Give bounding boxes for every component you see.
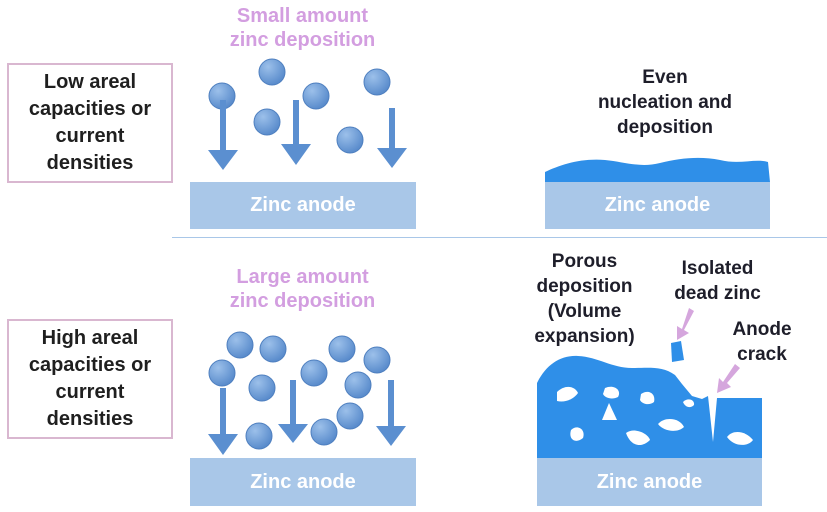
zinc-ion-icon (248, 374, 276, 402)
pointer-arrow-icon (717, 364, 740, 393)
pointer-arrows (677, 308, 740, 393)
zinc-ion-icon (208, 359, 236, 387)
zinc-ion-icon (253, 108, 281, 136)
pore (603, 386, 620, 399)
pore (683, 399, 695, 408)
zinc-ion-icon (245, 422, 273, 450)
deposit-pores (557, 386, 753, 446)
even-deposit-layer (545, 157, 770, 182)
anode-label: Zinc anode (604, 194, 711, 216)
pointer-arrow-icon (677, 308, 694, 340)
anode-crack-caption: Anode crack (732, 319, 792, 365)
pore (727, 431, 753, 445)
top-left-zinc-anode: Zinc anode (190, 182, 416, 229)
high-condition-box: High areal capacities or current densiti… (7, 319, 173, 439)
down-arrow-icon (281, 100, 311, 165)
zinc-ion-icon (226, 331, 254, 359)
low-condition-label: Low areal capacities or current densitie… (28, 71, 152, 174)
bottom-down-arrows (208, 380, 406, 455)
porous-deposit-layer (537, 355, 762, 458)
zinc-ion-icon (328, 335, 356, 363)
anode-label: Zinc anode (250, 194, 356, 216)
zinc-ion-icon (259, 335, 287, 363)
pore (626, 430, 650, 446)
pore (557, 386, 578, 402)
even-nucleation-caption: Even nucleation and deposition (597, 67, 733, 138)
down-arrow-icon (376, 380, 406, 446)
zinc-ion-icon (302, 82, 330, 110)
section-divider (172, 237, 827, 238)
low-condition-box: Low areal capacities or current densitie… (7, 63, 173, 183)
bottom-right-zinc-anode: Zinc anode (537, 458, 762, 506)
zinc-ion-icon (310, 418, 338, 446)
pore (640, 391, 655, 405)
high-condition-label: High areal capacities or current densiti… (28, 327, 152, 430)
anode-label: Zinc anode (250, 470, 356, 493)
top-down-arrows (208, 100, 407, 170)
down-arrow-icon (278, 380, 308, 443)
zinc-ion-icon (300, 359, 328, 387)
zinc-ion-icon (336, 126, 364, 154)
pore (570, 427, 584, 441)
zinc-ion-icon (363, 68, 391, 96)
bottom-zinc-ions (208, 331, 391, 450)
pore (602, 403, 617, 420)
top-zinc-ions (208, 58, 391, 154)
isolated-dead-zinc-caption: Isolated dead zinc (674, 258, 761, 304)
isolated-dead-zinc-fragment (671, 341, 684, 362)
zinc-ion-icon (344, 371, 372, 399)
pore (658, 418, 684, 431)
porous-deposition-caption: Porous deposition (Volume expansion) (534, 251, 635, 347)
anode-label: Zinc anode (596, 470, 703, 493)
top-right-zinc-anode: Zinc anode (545, 182, 770, 229)
down-arrow-icon (377, 108, 407, 168)
down-arrow-icon (208, 388, 238, 455)
bottom-left-zinc-anode: Zinc anode (190, 458, 416, 506)
zinc-ion-icon (336, 402, 364, 430)
zinc-ion-icon (258, 58, 286, 86)
large-deposition-title: Large amount zinc deposition (229, 266, 376, 312)
down-arrow-icon (208, 100, 238, 170)
small-deposition-title: Small amount zinc deposition (229, 5, 376, 51)
zinc-ion-icon (363, 346, 391, 374)
